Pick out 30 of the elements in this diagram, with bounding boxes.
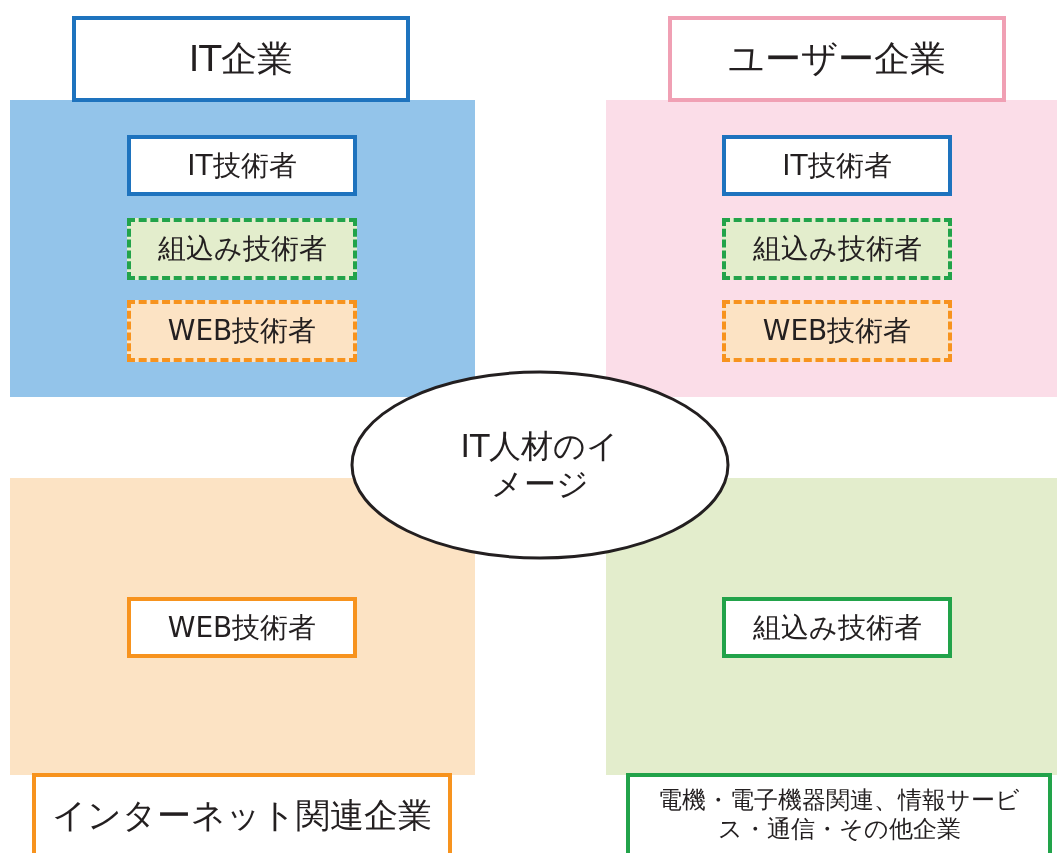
panel (606, 100, 1057, 397)
label-text: 電機・電子機器関連、情報サービス・通信・その他企業 (657, 786, 1021, 844)
label-text: WEB技術者 (167, 314, 317, 348)
heading-box (72, 16, 410, 102)
label-box (722, 218, 952, 280)
label-text: ユーザー企業 (728, 37, 946, 81)
label-text: インターネット関連企業 (52, 794, 432, 836)
label-box (127, 300, 357, 362)
label-box (127, 135, 357, 196)
label-text: 組込み技術者 (752, 610, 922, 645)
label-box (722, 597, 952, 658)
label-text: 組込み技術者 (157, 232, 327, 266)
label-box (722, 300, 952, 362)
label-box (127, 218, 357, 280)
heading-box (32, 773, 452, 853)
panel (10, 478, 475, 775)
label-text: WEB技術者 (762, 314, 912, 348)
label-text: IT企業 (188, 37, 294, 81)
label-text: WEB技術者 (167, 610, 317, 645)
label-text: IT技術者 (187, 148, 297, 183)
heading-box (626, 773, 1052, 853)
heading-box (668, 16, 1006, 102)
panel (10, 100, 475, 397)
label-text: IT人材のイメージ (459, 426, 621, 504)
panel (606, 478, 1057, 775)
label-text: IT技術者 (782, 148, 892, 183)
label-box (127, 597, 357, 658)
label-box (722, 135, 952, 196)
label-text: 組込み技術者 (752, 232, 922, 266)
ellipse (350, 370, 730, 560)
